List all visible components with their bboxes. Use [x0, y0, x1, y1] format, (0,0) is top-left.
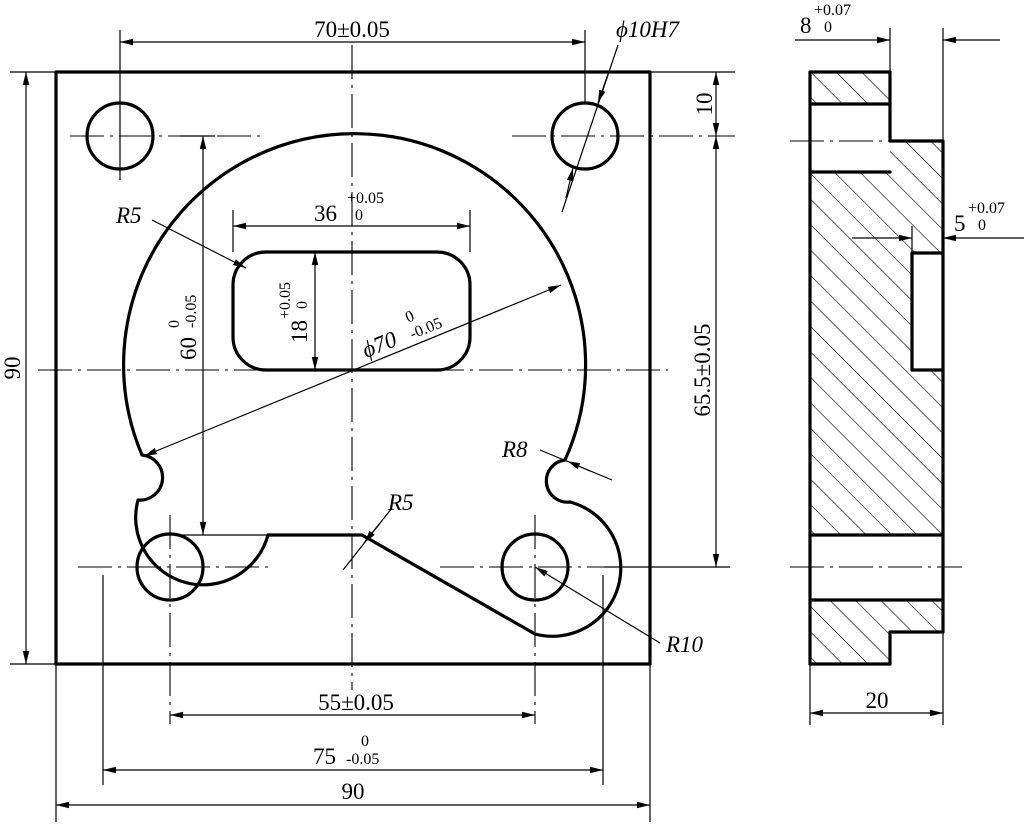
dim-side-pocket-depth-tol-lower: 0	[978, 217, 986, 234]
dim-slot-width-tol-upper: +0.05	[347, 190, 384, 207]
dim-side-top-step: 8	[800, 13, 812, 38]
dim-side-thickness: 20	[866, 688, 889, 713]
front-view: 70±0.05 ϕ10H7 10 65.5±0.05 90 60 0 -0.05…	[0, 17, 735, 822]
dim-notch-radius: R8	[501, 437, 528, 462]
dim-side-pocket-depth-tol-upper: +0.07	[968, 200, 1005, 217]
side-hatch-top	[810, 72, 890, 104]
dim-arc-diameter-group: ϕ70 0 -0.05	[359, 308, 445, 363]
dim-slot-corner-radius: R5	[115, 203, 142, 228]
dim-hole-vertical-spacing: 65.5±0.05	[690, 323, 715, 416]
dim-line-arc-diameter	[143, 284, 562, 457]
dim-slot-width: 36	[314, 201, 337, 226]
leader-boss	[534, 566, 661, 644]
dim-hole-tolerance: ϕ10H7	[616, 17, 681, 42]
side-pocket	[910, 251, 945, 372]
dim-hole-to-center-tol-lower: -0.05	[183, 295, 200, 328]
dim-overall-width: 90	[342, 779, 365, 804]
dim-hole-to-center-group: 60 0 -0.05	[166, 295, 201, 360]
dim-side-pocket-depth: 5	[954, 211, 966, 236]
side-hatch-bottom	[810, 600, 943, 664]
dim-boss-outer-width-tol-lower: -0.05	[346, 751, 379, 768]
leader-cam-corner-arrow	[363, 522, 381, 544]
dim-boss-outer-width-tol-upper: 0	[361, 733, 369, 750]
plate-outline	[54, 70, 652, 666]
side-hatch-body	[810, 141, 943, 535]
dim-slot-height-tol-upper: +0.05	[277, 282, 294, 319]
dim-slot-width-tol-lower: 0	[355, 207, 363, 224]
dim-arc-diameter: ϕ70	[359, 326, 401, 362]
dim-cam-corner-radius: R5	[387, 490, 414, 515]
dim-side-top-step-tol-lower: 0	[824, 19, 832, 36]
dim-hole-to-center-tol-upper: 0	[166, 320, 183, 328]
dim-bottom-hole-spacing: 55±0.05	[318, 690, 394, 715]
dim-hole-edge-offset: 10	[692, 93, 717, 116]
leader-arrow-b	[565, 167, 574, 199]
side-view: 8 +0.07 0 5 +0.07 0 20	[790, 2, 1024, 725]
dim-slot-height-group: 18 +0.05 0	[277, 282, 312, 343]
dim-overall-height: 90	[0, 357, 25, 380]
dim-side-top-step-tol-upper: +0.07	[814, 2, 851, 19]
dim-slot-height-tol-lower: 0	[294, 301, 311, 309]
leader-notch-arrow	[566, 460, 591, 472]
cam-profile	[122, 132, 623, 638]
leader-arrow-a	[597, 73, 609, 104]
dim-slot-height: 18	[287, 320, 312, 343]
leader-slot-corner	[151, 219, 247, 269]
leader-hole-tolerance	[561, 44, 619, 213]
dim-boss-radius: R10	[665, 632, 704, 657]
dim-hole-to-center: 60	[176, 337, 201, 360]
dim-hole-spacing-top: 70±0.05	[314, 17, 390, 42]
dim-boss-outer-width: 75	[313, 744, 336, 769]
